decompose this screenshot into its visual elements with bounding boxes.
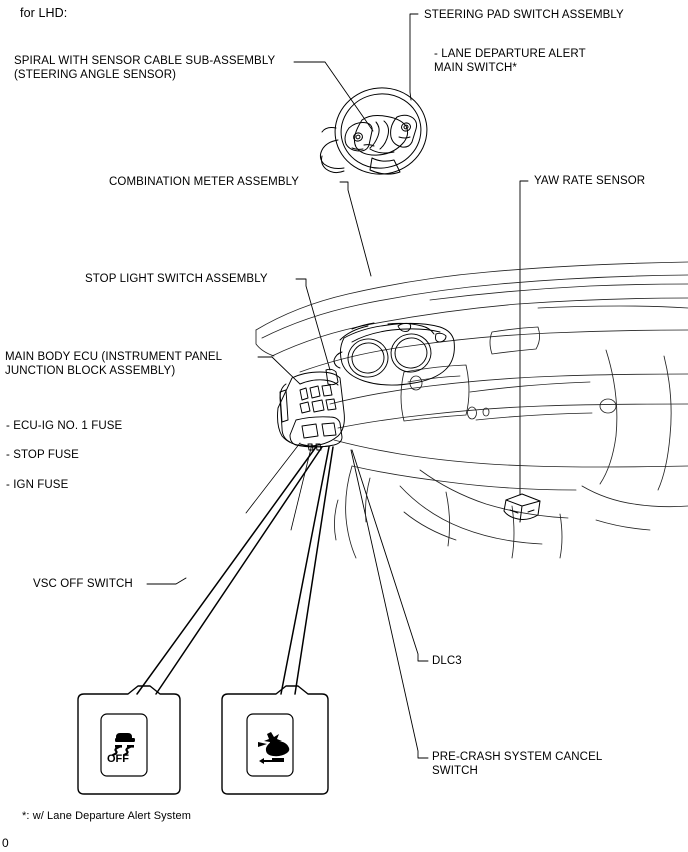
leader-yaw-rate <box>519 180 529 496</box>
leader-steering-pad <box>409 13 419 101</box>
leader-spiral-cable <box>293 61 374 132</box>
vsc-off-icon-label: OFF <box>107 753 129 765</box>
callout-steering-pad-switch: STEERING PAD SWITCH ASSEMBLY <box>424 9 624 21</box>
yaw-rate-sensor-drawing <box>503 493 541 523</box>
callout-dlc3: DLC3 <box>432 655 462 667</box>
vsc-off-switch-panel-drawing <box>77 685 181 795</box>
leader-junction-detail <box>245 442 313 531</box>
vsc-off-skid-marks <box>111 745 132 757</box>
steering-wheel-drawing <box>319 87 428 175</box>
dashboard-drawing <box>255 261 688 559</box>
leader-combination-meter <box>339 181 372 277</box>
callout-spiral-with-sensor-cable: SPIRAL WITH SENSOR CABLE SUB-ASSEMBLY (S… <box>14 55 276 81</box>
callout-fuse-ecu-ig-no1: - ECU-IG NO. 1 FUSE <box>6 420 123 432</box>
page-heading: for LHD: <box>20 6 68 20</box>
vsc-off-icon <box>115 733 135 748</box>
pre-crash-switch-panel-drawing <box>221 685 329 795</box>
leader-switch-flags <box>136 446 334 695</box>
callout-pre-crash-system-cancel-switch: PRE-CRASH SYSTEM CANCEL SWITCH <box>432 751 603 777</box>
page-number: 0 <box>2 836 9 850</box>
leader-main-body-ecu <box>257 356 301 385</box>
callout-stop-light-switch: STOP LIGHT SWITCH ASSEMBLY <box>85 273 268 285</box>
junction-block-drawing <box>277 368 345 451</box>
pre-crash-switch-button <box>246 713 294 777</box>
pre-crash-icon <box>258 732 290 764</box>
callout-main-body-ecu: MAIN BODY ECU (INSTRUMENT PANEL JUNCTION… <box>5 351 223 377</box>
callout-combination-meter: COMBINATION METER ASSEMBLY <box>109 176 300 188</box>
leader-stop-light <box>295 278 331 371</box>
vsc-off-switch-button <box>100 713 148 777</box>
callout-yaw-rate-sensor: YAW RATE SENSOR <box>534 175 646 187</box>
callout-vsc-off-switch: VSC OFF SWITCH <box>33 578 133 590</box>
footnote: *: w/ Lane Departure Alert System <box>22 810 191 822</box>
leader-vsc-off-switch <box>146 577 187 585</box>
leader-pre-crash <box>350 449 429 759</box>
callout-lane-departure-alert-main-switch: - LANE DEPARTURE ALERT MAIN SWITCH* <box>434 48 586 74</box>
callout-fuse-stop: - STOP FUSE <box>6 449 79 461</box>
leader-dlc3 <box>351 449 429 662</box>
combination-meter-drawing <box>333 322 455 386</box>
callout-fuse-ign: - IGN FUSE <box>6 479 69 491</box>
